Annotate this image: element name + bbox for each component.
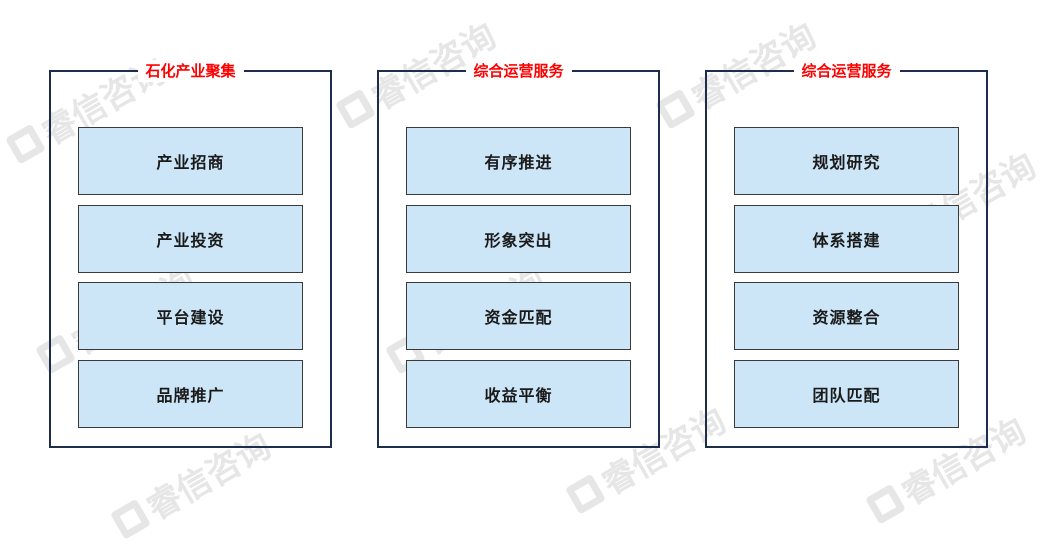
item-box: 形象突出 (406, 205, 631, 273)
group-petrochemical-cluster: 石化产业聚集 产业招商 产业投资 平台建设 品牌推广 (49, 60, 332, 448)
item-box: 收益平衡 (406, 360, 631, 428)
item-box: 产业投资 (78, 205, 303, 273)
item-box: 体系搭建 (734, 205, 959, 273)
watermark-logo-icon (4, 123, 46, 165)
group-operation-services-1: 综合运营服务 有序推进 形象突出 资金匹配 收益平衡 (377, 60, 660, 448)
group-operation-services-2: 综合运营服务 规划研究 体系搭建 资源整合 团队匹配 (705, 60, 988, 448)
item-box: 产业招商 (78, 127, 303, 195)
group-title: 综合运营服务 (465, 60, 572, 82)
item-box: 规划研究 (734, 127, 959, 195)
item-box: 资源整合 (734, 282, 959, 350)
item-box: 团队匹配 (734, 360, 959, 428)
item-box: 品牌推广 (78, 360, 303, 428)
item-box: 有序推进 (406, 127, 631, 195)
watermark-logo-icon (864, 483, 906, 525)
item-box: 平台建设 (78, 282, 303, 350)
watermark-logo-icon (564, 473, 606, 515)
group-title: 石化产业聚集 (137, 60, 244, 82)
item-box: 资金匹配 (406, 282, 631, 350)
watermark-logo-icon (334, 88, 376, 130)
group-title: 综合运营服务 (793, 60, 900, 82)
watermark-logo-icon (654, 88, 696, 130)
watermark-logo-icon (109, 498, 151, 540)
